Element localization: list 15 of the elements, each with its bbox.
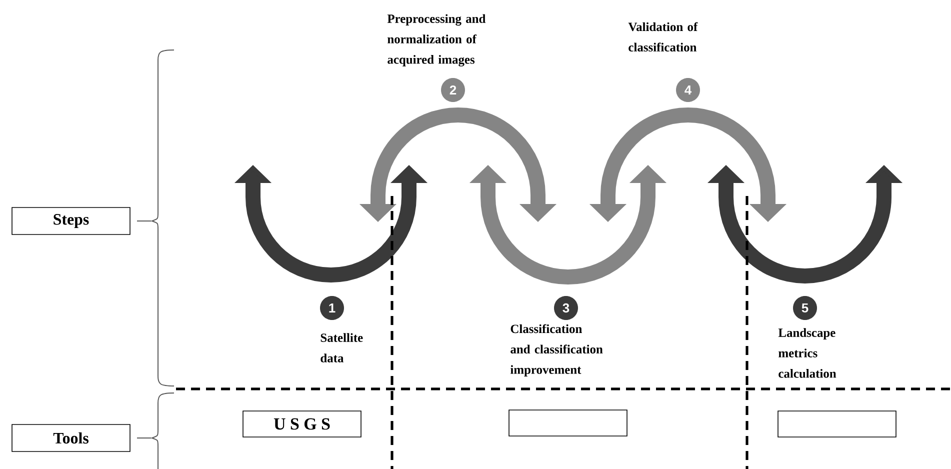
step-number: 2 (441, 78, 465, 102)
step-number: 4 (676, 78, 700, 102)
tool-box (508, 410, 628, 436)
tool-box: U S G S (242, 410, 362, 438)
tool-box (778, 410, 896, 438)
step-caption: Satellite data (320, 333, 363, 362)
row-label-box: Tools (12, 424, 130, 452)
step-caption: Landscape metrics calculation (778, 328, 836, 378)
step-caption: Validation of classification (628, 22, 698, 52)
step-caption: Preprocessing and normalization of acquired images (387, 14, 486, 66)
step-number: 3 (554, 296, 578, 320)
step-caption: Classification and classification improvement (510, 324, 603, 376)
step-number: 5 (793, 296, 817, 320)
step-number: 1 (320, 296, 344, 320)
row-label-box: Steps (12, 207, 130, 235)
